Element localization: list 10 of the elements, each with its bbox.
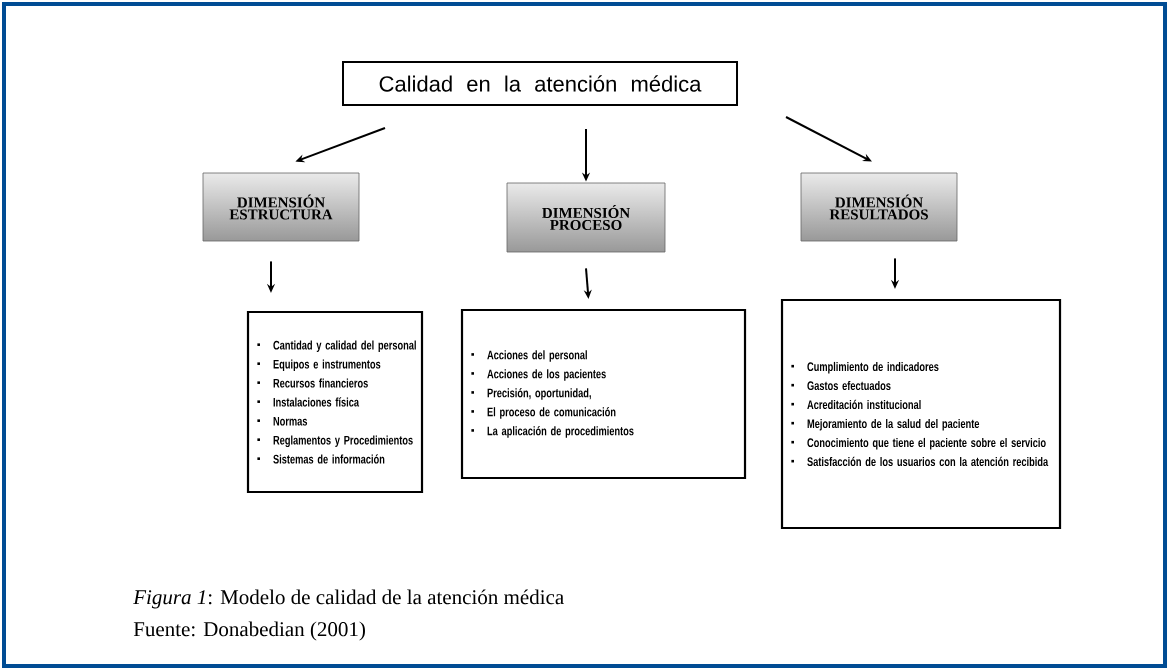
figure-caption: Figura 1: Modelo de calidad de la atención médica	[133, 589, 564, 609]
list-box: Cantidad y calidad del personal Equipos e instrumentos Recursos financieros Instalaciones física Normas Reglamentos y Procedimientos Sistemas de información	[246, 310, 424, 494]
dimension-box: DIMENSIÓN PROCESO	[506, 182, 666, 253]
title-box: Calidad en la atención médica	[342, 61, 738, 106]
arrow	[785, 116, 872, 162]
list-box: Cumplimiento de indicadores Gastos efectuados Acreditación institucional Mejoramiento de la salud del paciente Conocimiento que tiene el paciente sobre el servicio Satisfacción de los usuarios con la atención recibida	[780, 298, 1062, 530]
dimension-box: DIMENSIÓN ESTRUCTURA	[202, 172, 360, 242]
source-note: Fuente: Donabedian (2001)	[133, 621, 365, 641]
list-box: Acciones del personal Acciones de los pacientes Precisión, oportunidad, El proceso de comunicación La aplicación de procedimientos	[460, 308, 747, 480]
dimension-box: DIMENSIÓN RESULTADOS	[800, 172, 958, 242]
